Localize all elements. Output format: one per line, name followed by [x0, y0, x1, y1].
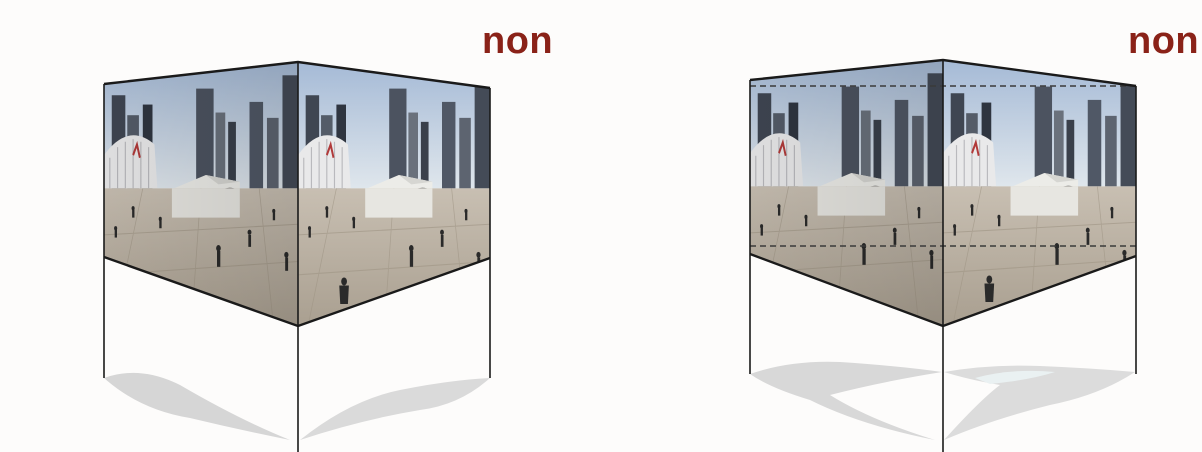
face-right-photo-2 — [943, 60, 1136, 326]
cube-left — [104, 62, 490, 452]
face-left-photo-2 — [750, 60, 943, 326]
shadow-right-floor — [300, 378, 490, 440]
shadow-right-floor-2 — [944, 366, 1135, 440]
shadow-left-floor — [104, 373, 290, 440]
face-left-photo — [104, 62, 298, 328]
face-right-photo — [298, 62, 490, 328]
shadow-left-floor-2 — [750, 362, 942, 440]
cube-right — [750, 60, 1136, 452]
